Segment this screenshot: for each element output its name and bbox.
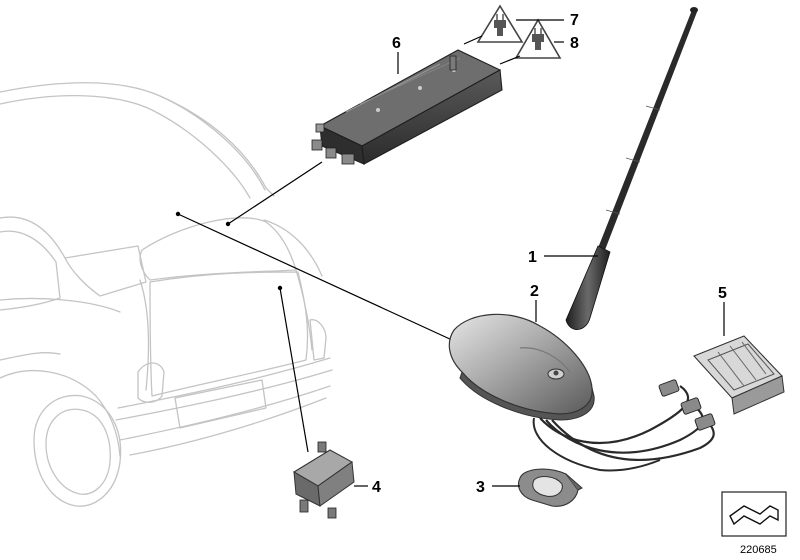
leader-6-to-warning [463,35,483,45]
leader-lines [175,161,453,453]
roof-antenna-base [448,313,716,472]
callout-3: 3 [476,479,485,496]
callout-5: 5 [718,285,727,302]
callout-1: 1 [528,249,537,266]
vehicle-outline [0,82,333,507]
leader-6-to-car [227,161,323,225]
mounting-clip [517,468,583,507]
callout-8: 8 [570,35,579,52]
callout-7: 7 [570,12,579,29]
attach-point-6 [225,221,231,227]
callout-6: 6 [392,35,401,52]
cable-plug [658,379,716,431]
plug-warning-triangle-icon-2 [514,18,562,59]
callout-2: 2 [530,283,539,300]
antenna-amplifier [292,441,355,519]
rod-antenna [565,7,698,330]
leader-2-to-car [177,213,453,341]
antenna-control-unit [311,49,503,165]
leader-4-to-car [279,287,309,453]
orientation-arrow-icon [721,491,787,537]
callout-4: 4 [372,479,381,496]
plug-holder [693,335,785,415]
plug-warning-triangle-icon [476,4,524,43]
attach-point-2 [175,211,181,217]
leader-6-to-warning-2 [499,55,521,65]
reference-number: 220685 [740,544,777,556]
attach-point-4 [277,285,283,291]
